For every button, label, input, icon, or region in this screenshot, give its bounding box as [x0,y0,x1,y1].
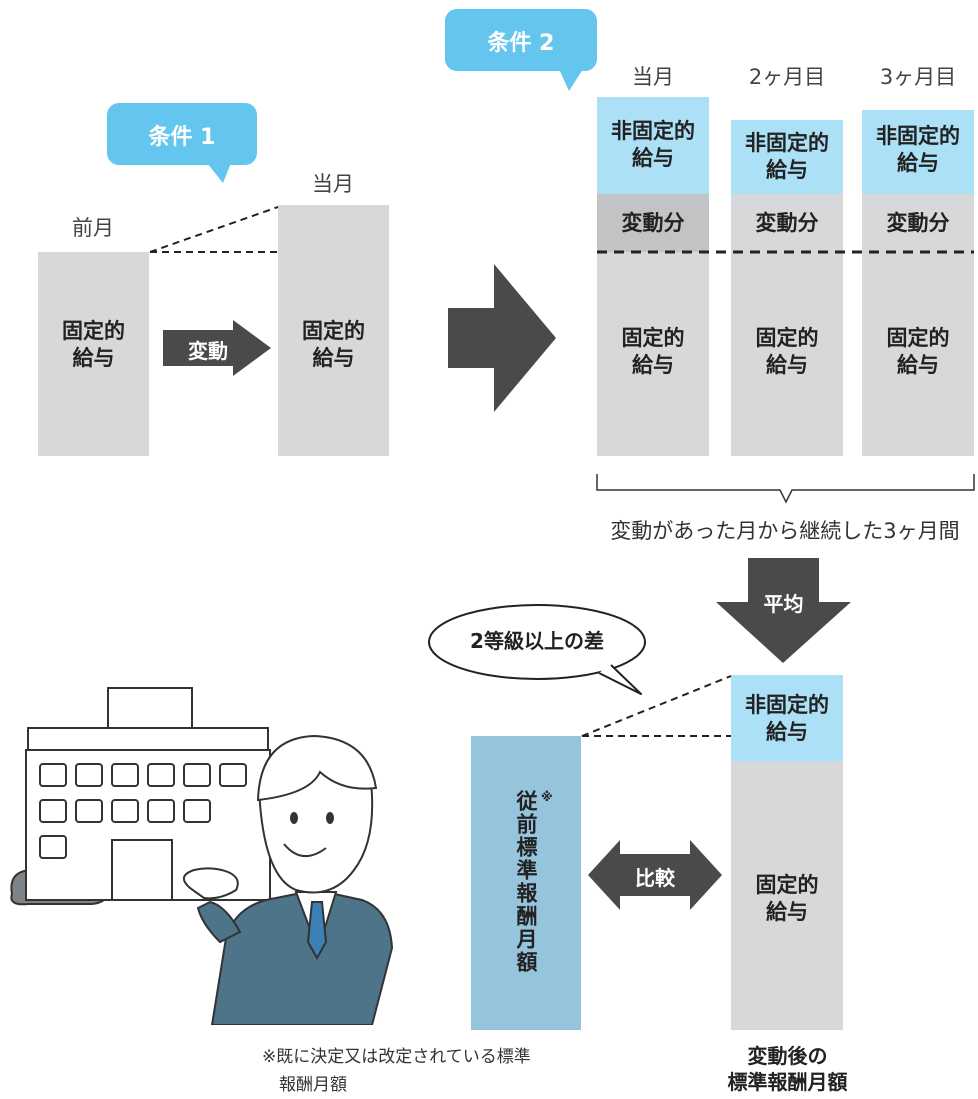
current-month-fixed-label: 固定的 給与 [302,319,365,370]
compare-arrow: 比較 [588,840,722,910]
month3-non-fixed-label: 非固定的 給与 [876,124,960,175]
month1-non-fixed-bar [597,97,709,194]
building-businessman-illustration [10,687,394,1025]
speech-tag-shape [445,9,597,91]
right-arrow-icon [163,320,271,376]
month2-non-fixed-bar [731,120,843,194]
month3-fixed-bar [862,252,974,456]
month3-label: 3ヶ月目 [879,65,957,89]
new-standard-caption: 変動後の 標準報酬月額 [727,1044,848,1094]
month1-fixed-bar [597,252,709,456]
month3-fixed-label: 固定的 給与 [886,326,950,377]
condition1-tag-label: 条件 1 [148,125,216,150]
previous-standard-bar [471,736,581,1030]
new-fixed-bar [731,761,843,1030]
speech-bubble-text: 2等級以上の差 [470,629,604,653]
condition1-tag: 条件 1 [107,103,257,183]
speech-tag-shape [107,103,257,183]
month3-variable-label: 変動分 [886,211,950,235]
down-arrow-icon [716,558,851,663]
big-right-arrow-icon [448,264,556,412]
month2-non-fixed-label: 非固定的 給与 [745,131,829,182]
change-arrow-label: 変動 [188,339,228,363]
month1-label: 当月 [632,65,674,89]
prev-month-label: 前月 [72,216,114,240]
footnote: ※既に決定又は改定されている標準 報酬月額 [262,1047,531,1095]
speech-bubble-shape [428,604,646,695]
month1-variable-bar [597,194,709,252]
change-arrow: 変動 [163,320,273,376]
new-non-fixed-label: 非固定的 給与 [745,693,829,744]
new-fixed-label: 固定的 給与 [755,873,819,924]
compare-arrow-label: 比較 [635,866,675,890]
month2-variable-label: 変動分 [755,211,819,235]
prev-month-fixed-label: 固定的 給与 [62,319,125,370]
double-arrow-icon [588,840,722,910]
previous-standard-text: 従前標準報酬月額 [514,790,538,974]
speech-bubble: 2等級以上の差 [425,602,655,697]
businessman-icon [183,734,394,1025]
new-non-fixed-bar [731,675,843,761]
footnote-mark: ※ [541,790,553,804]
previous-standard-label: 従前標準報酬月額 ※ [471,790,581,978]
month3-variable-bar [862,194,974,252]
month3-non-fixed-bar [862,110,974,194]
condition2-tag: 条件 2 [445,9,597,91]
average-arrow: 平均 [716,558,851,663]
brace-caption: 変動があった月から継続した3ヶ月間 [610,519,960,543]
month1-non-fixed-label: 非固定的 給与 [611,119,695,170]
month2-label: 2ヶ月目 [748,65,826,89]
current-month-label: 当月 [312,172,354,196]
month2-variable-bar [731,194,843,252]
condition2-tag-label: 条件 2 [487,31,555,56]
average-arrow-label: 平均 [763,592,804,616]
bracket-shape [596,474,975,504]
prev-month-bar [38,252,149,456]
building-icon [25,687,271,901]
month1-variable-label: 変動分 [621,211,685,235]
current-month-bar [278,205,389,456]
month2-fixed-bar [731,252,843,456]
month1-fixed-label: 固定的 給与 [621,326,685,377]
month2-fixed-label: 固定的 給与 [755,326,819,377]
